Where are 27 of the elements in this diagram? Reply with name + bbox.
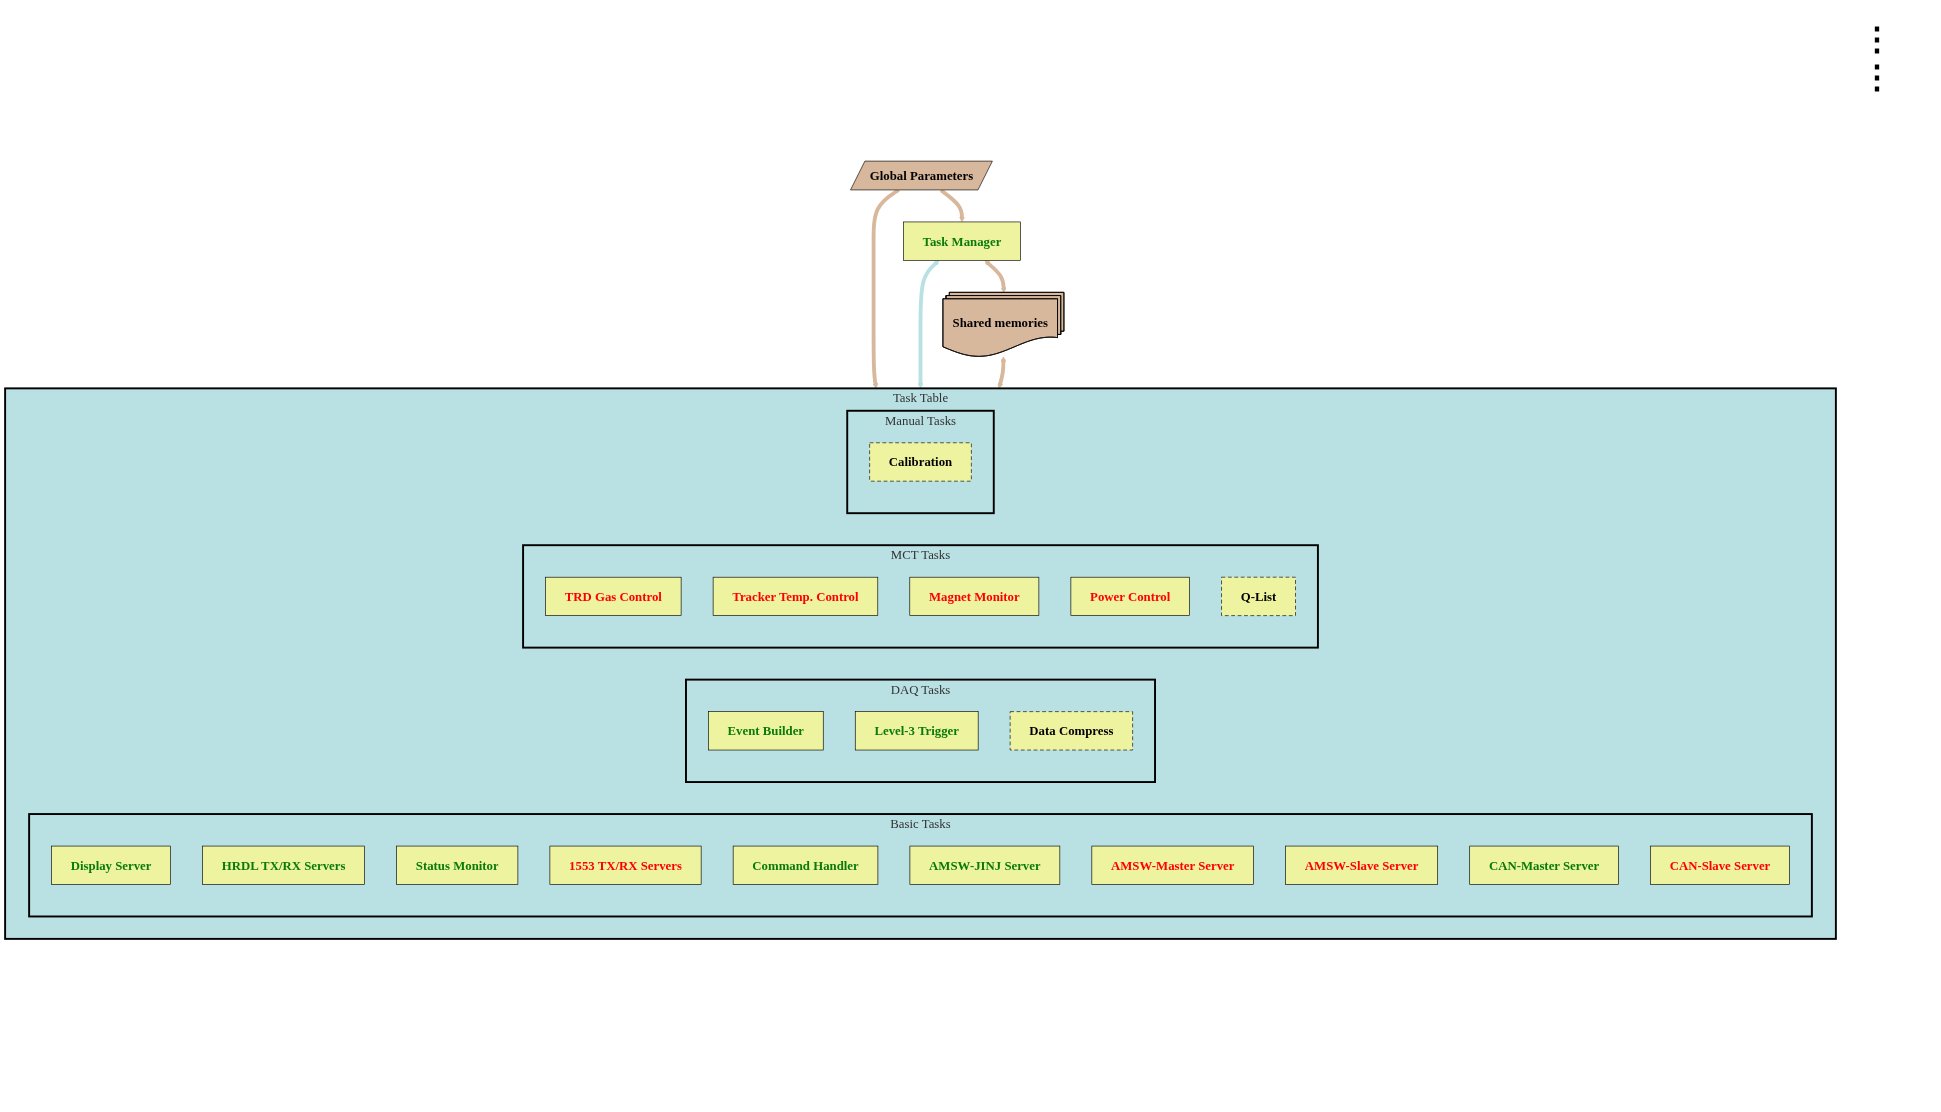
node-box: 1553 TX/RX Servers xyxy=(549,845,702,885)
node-box: Display Server xyxy=(51,845,171,885)
node-box: Q-List xyxy=(1221,576,1296,616)
node-box: Data Compress xyxy=(1009,711,1133,751)
node-box: AMSW-Master Server xyxy=(1091,845,1254,885)
arrow xyxy=(984,260,1007,293)
node-box: Calibration xyxy=(869,442,972,482)
node-box: Power Control xyxy=(1070,576,1190,616)
node-box: Command Handler xyxy=(732,845,879,885)
node-box: AMSW-Slave Server xyxy=(1285,845,1438,885)
arrow xyxy=(997,356,1007,389)
node-box: HRDL TX/RX Servers xyxy=(202,845,365,885)
arrow xyxy=(939,188,965,223)
ellipsis-mark: ⋮ xyxy=(1861,58,1894,96)
arrow xyxy=(917,260,940,389)
node-box: CAN-Slave Server xyxy=(1650,845,1790,885)
node-box: Magnet Monitor xyxy=(909,576,1040,616)
node-box: Tracker Temp. Control xyxy=(712,576,879,616)
node-box: Level-3 Trigger xyxy=(854,711,979,751)
ellipsis-mark: ⋮ xyxy=(1861,20,1894,58)
node-box: Event Builder xyxy=(708,711,824,751)
node-box: Status Monitor xyxy=(396,845,519,885)
node-box: CAN-Master Server xyxy=(1469,845,1619,885)
node-box: Task Manager xyxy=(903,221,1021,261)
node-box: AMSW-JINJ Server xyxy=(909,845,1061,885)
node-box: TRD Gas Control xyxy=(545,576,682,616)
arrow xyxy=(871,188,900,389)
